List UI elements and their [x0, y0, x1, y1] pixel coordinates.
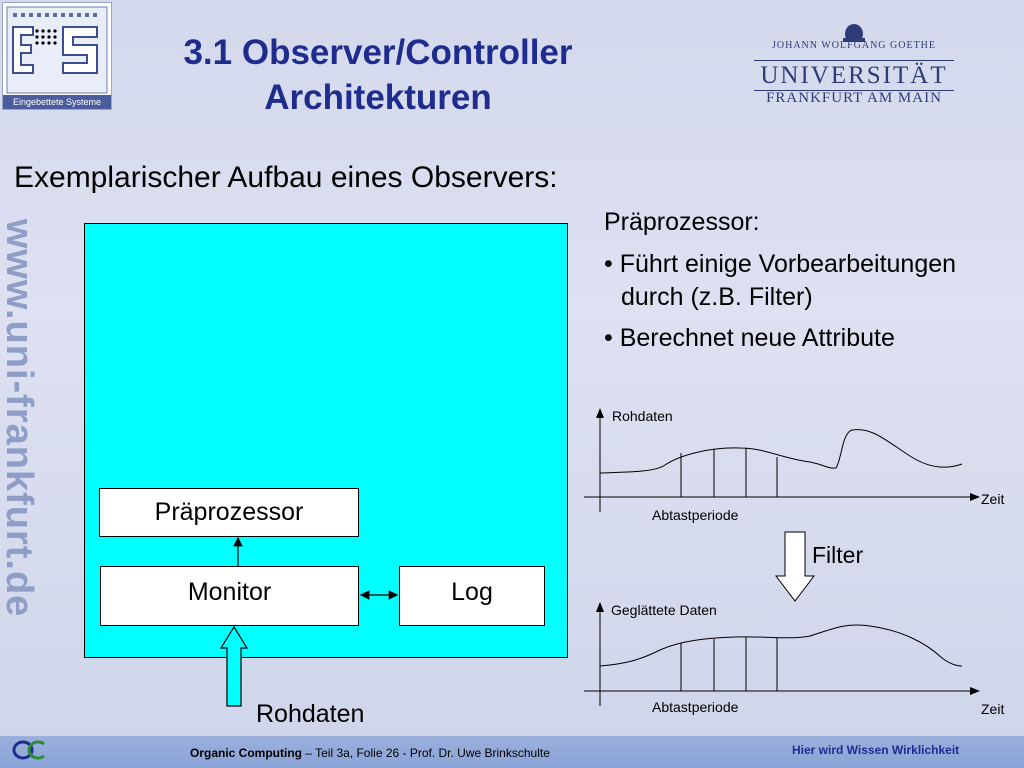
- smoothed-signal-y-axis-arrowhead: [596, 602, 604, 612]
- footer-bar: [0, 736, 1024, 768]
- es-logo-graphic: [6, 6, 108, 94]
- page-title: 3.1 Observer/Controller Architekturen: [128, 30, 628, 120]
- smoothed-signal-x-label: Zeit: [981, 701, 1005, 717]
- page-title-line1: 3.1 Observer/Controller: [183, 33, 573, 72]
- university-logo: JOHANN WOLFGANG GOETHE UNIVERSITÄT FRANK…: [748, 22, 960, 114]
- footer-course-name: Organic Computing: [190, 746, 302, 760]
- es-logo-tagline: Eingebettete Systeme: [3, 95, 111, 109]
- smoothed-signal-curve: [599, 624, 963, 667]
- description-bullet-1-line-1: • Führt einige Vorbearbeitungen: [604, 250, 957, 278]
- footer-course-info: Organic Computing – Teil 3a, Folie 26 - …: [190, 744, 550, 762]
- smoothed-signal-x-axis-arrowhead: [970, 687, 980, 695]
- description-bullet-2: • Berechnet neue Attribute: [604, 324, 895, 352]
- smoothed-signal-plot: [584, 602, 980, 706]
- raw-signal-y-axis-arrowhead: [596, 408, 604, 418]
- monitor-block: Monitor: [100, 566, 359, 626]
- university-name-line2: UNIVERSITÄT: [760, 62, 948, 89]
- raw-signal-period-label: Abtastperiode: [652, 507, 739, 523]
- slide-subtitle: Exemplarischer Aufbau eines Observers:: [14, 161, 558, 194]
- description-bullet-1-line-2: durch (z.B. Filter): [621, 283, 813, 311]
- page-title-line2: Architekturen: [264, 78, 492, 117]
- oc-logo-icon: [12, 740, 45, 760]
- rohdaten-input-arrow: [219, 625, 249, 707]
- filter-arrow-shape: [774, 531, 816, 602]
- smoothed-signal-y-label: Geglättete Daten: [611, 602, 717, 618]
- goethe-portrait-icon: [843, 24, 865, 42]
- university-name-line3: FRANKFURT AM MAIN: [766, 90, 942, 106]
- raw-signal-x-axis-arrowhead: [970, 493, 980, 501]
- praeprozessor-block: Präprozessor: [99, 488, 359, 537]
- filter-arrow: [774, 531, 816, 602]
- footer-slogan: Hier wird Wissen Wirklichkeit: [792, 743, 960, 757]
- es-logo: Eingebettete Systeme: [2, 2, 112, 110]
- description-heading: Präprozessor:: [604, 208, 760, 236]
- smoothed-signal-period-label: Abtastperiode: [652, 699, 739, 715]
- rohdaten-input-label: Rohdaten: [256, 700, 365, 728]
- footer-slide-info: – Teil 3a, Folie 26 - Prof. Dr. Uwe Brin…: [302, 746, 550, 760]
- raw-signal-y-label: Rohdaten: [612, 408, 673, 424]
- raw-signal-curve: [599, 429, 963, 474]
- university-rule-bottom: [754, 90, 954, 91]
- raw-signal-plot: [584, 408, 980, 512]
- raw-signal-x-label: Zeit: [981, 491, 1005, 507]
- log-block: Log: [399, 566, 545, 626]
- university-rule-top: [754, 60, 954, 61]
- university-name-line1: JOHANN WOLFGANG GOETHE: [771, 40, 937, 51]
- filter-label: Filter: [812, 542, 864, 568]
